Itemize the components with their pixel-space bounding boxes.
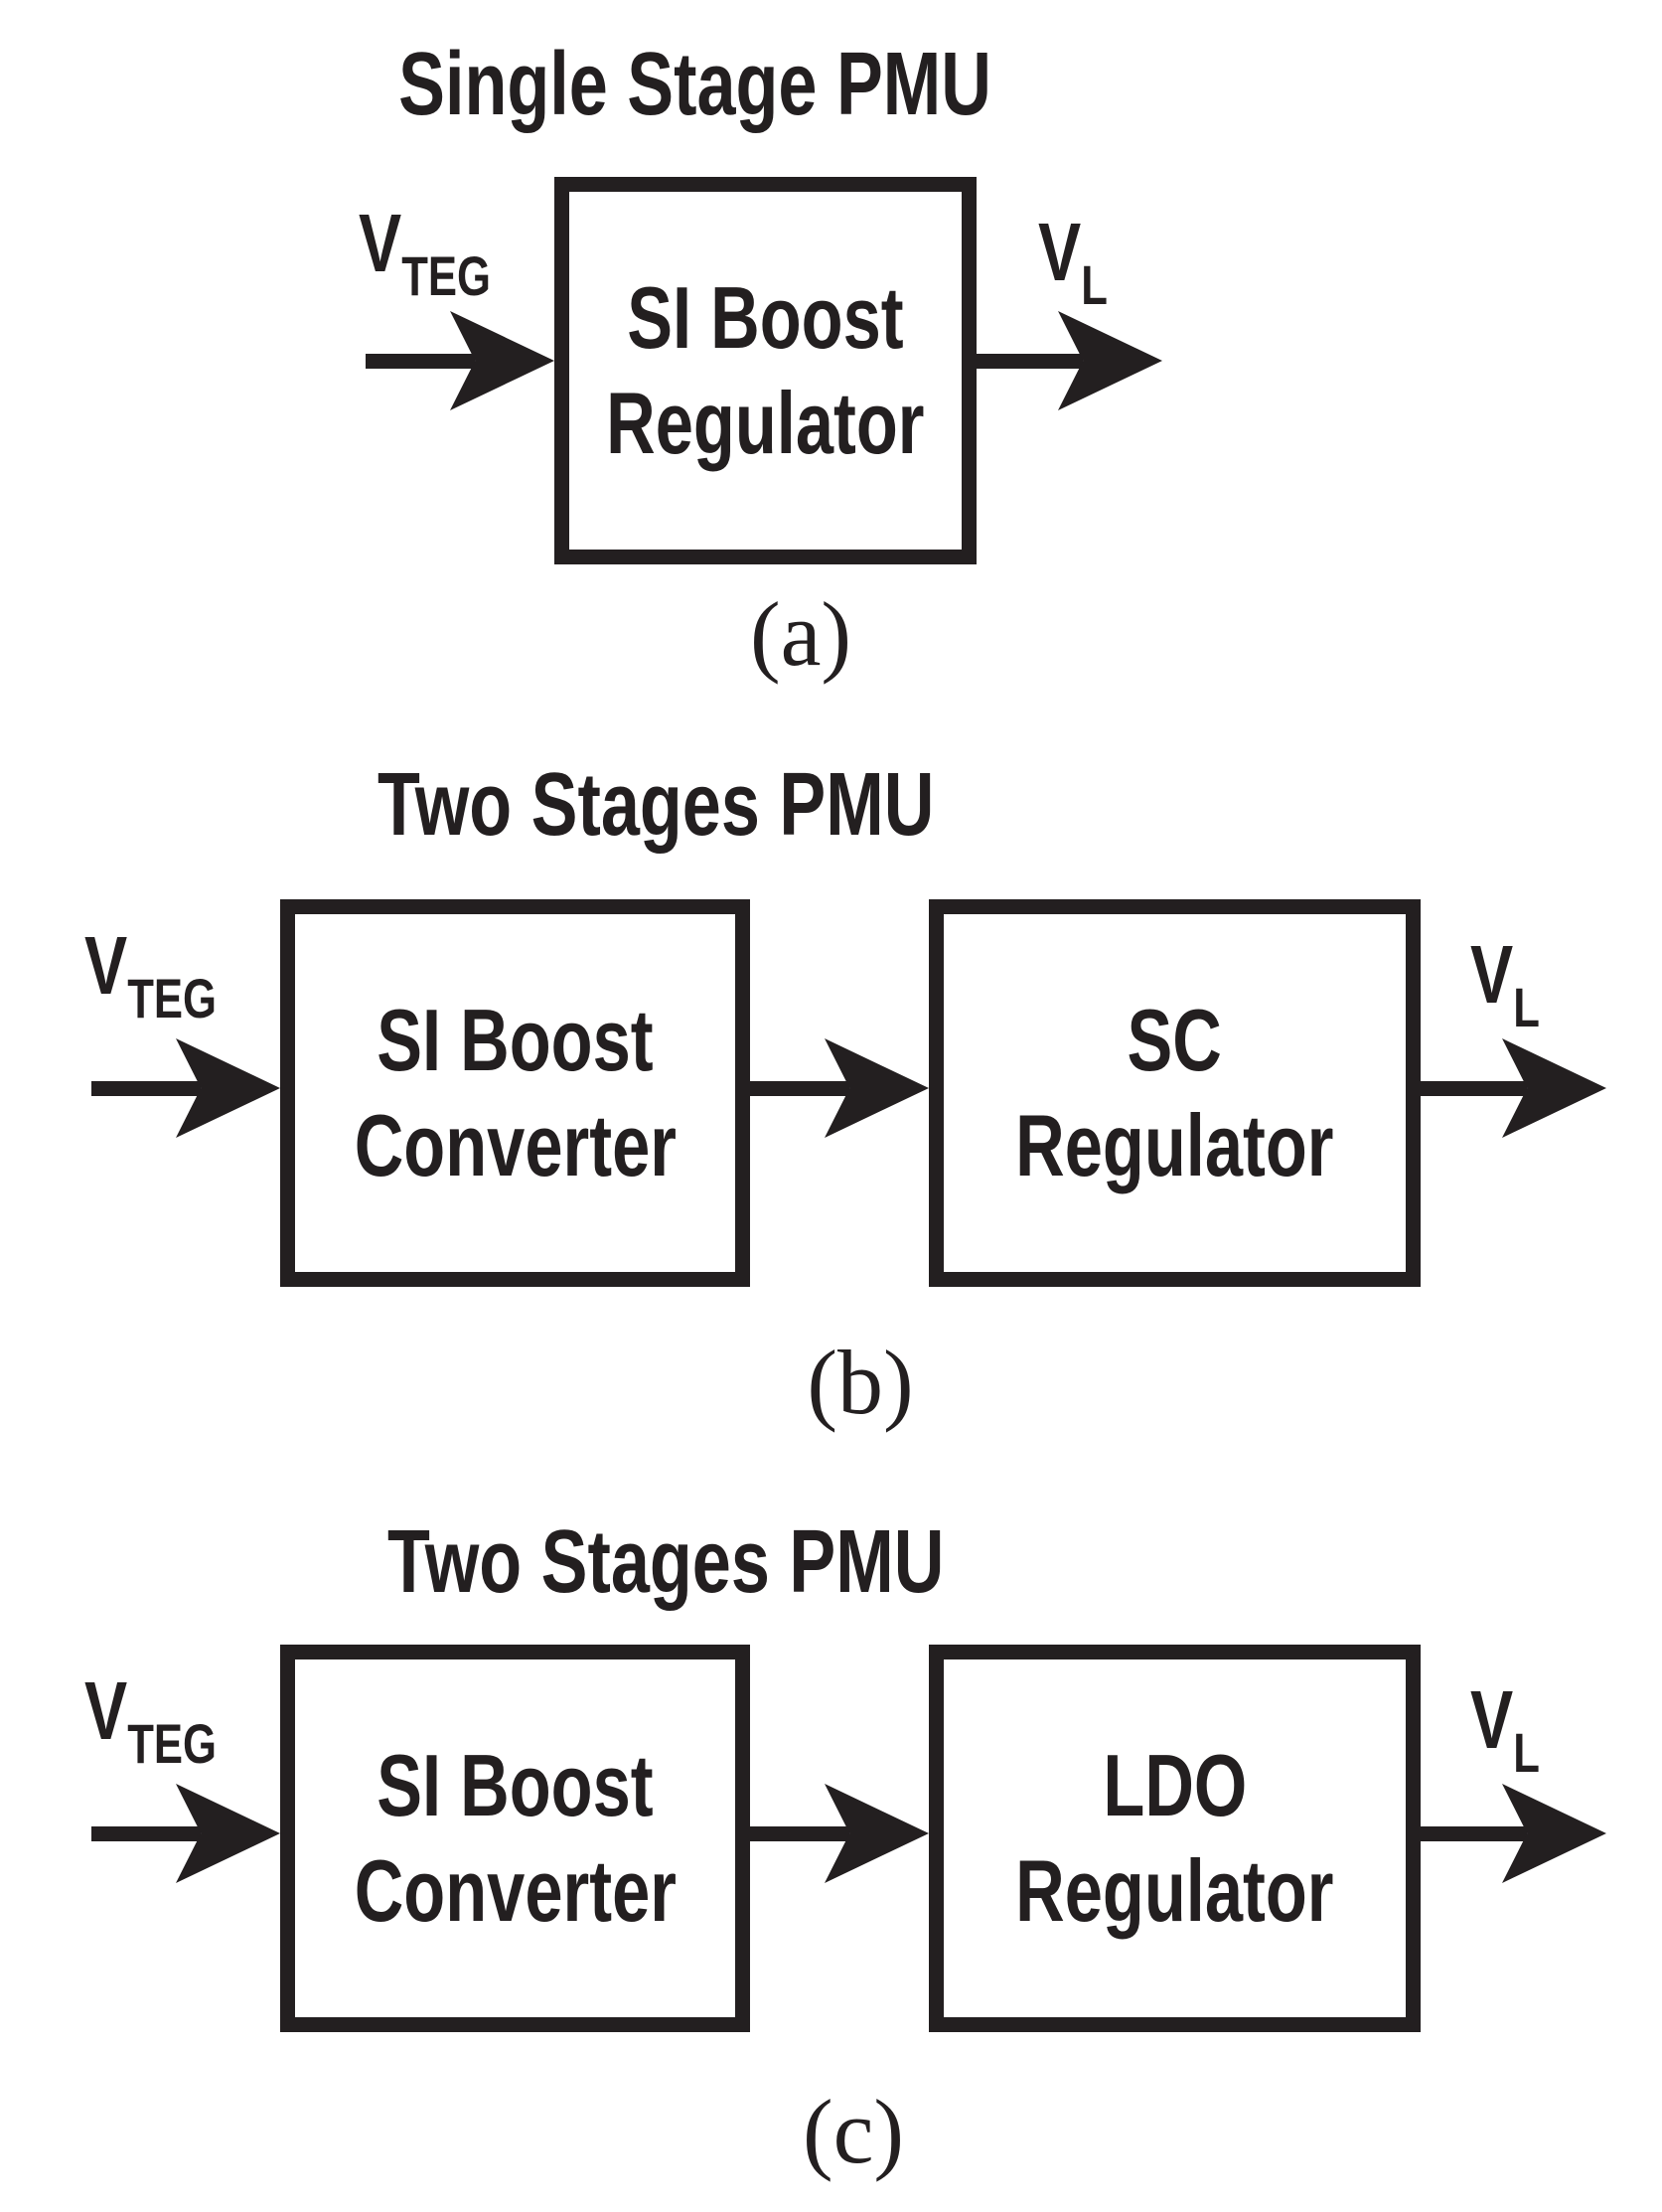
stage-arrow-line-b [750,1081,849,1096]
block-c1-line1: SI Boost [377,1736,654,1834]
vteg-subscript-a: TEG [401,244,491,307]
vteg-subscript-b: TEG [127,967,217,1029]
output-arrow-line-b [1421,1081,1527,1096]
si-boost-converter-label-c: SI Boost Converter [309,1733,722,1944]
panel-c-title-text: Two Stages PMU [386,1512,945,1612]
block-b2-line1: SC [1127,991,1223,1089]
output-arrow-line-c [1421,1826,1527,1841]
panel-a-caption: (a) [749,583,852,685]
vl-base-b: V [1470,928,1514,1021]
ldo-regulator-block: LDO Regulator [929,1645,1421,2032]
vl-subscript-a: L [1081,253,1108,316]
panel-c-caption: (c) [802,2081,905,2182]
block-b2-line2: Regulator [1015,1096,1334,1194]
block-b1-line1: SI Boost [377,991,654,1089]
si-boost-converter-block-c: SI Boost Converter [280,1645,750,2032]
input-voltage-label-a: VTEG [359,202,529,304]
block-c2-line1: LDO [1103,1736,1247,1834]
block-a-line1: SI Boost [627,268,904,367]
block-c1-line2: Converter [354,1841,677,1940]
panel-b-title-text: Two Stages PMU [377,755,935,855]
si-boost-converter-block-b: SI Boost Converter [280,899,750,1287]
vteg-subscript-c: TEG [127,1712,217,1775]
panel-a-title-text: Single Stage PMU [398,35,992,134]
input-arrow-line-b [91,1081,201,1096]
ldo-regulator-label: LDO Regulator [971,1733,1379,1944]
vteg-base-a: V [359,197,402,289]
si-boost-regulator-block: SI Boost Regulator [554,177,977,564]
vteg-base-b: V [84,919,128,1012]
output-voltage-label-c: VL [1470,1678,1560,1781]
vl-subscript-c: L [1513,1721,1540,1784]
si-boost-regulator-label: SI Boost Regulator [561,265,970,476]
output-voltage-label-b: VL [1470,933,1560,1035]
input-arrow-line-c [91,1826,201,1841]
stage-arrow-line-c [750,1826,849,1841]
vl-base-a: V [1038,206,1082,298]
panel-b-title: Two Stages PMU [209,750,1103,860]
sc-regulator-block: SC Regulator [929,899,1421,1287]
panel-c-title: Two Stages PMU [219,1507,1113,1617]
si-boost-converter-label-b: SI Boost Converter [309,988,722,1198]
block-a-line2: Regulator [606,374,925,472]
panel-b-caption: (b) [807,1332,914,1433]
sc-regulator-label: SC Regulator [971,988,1379,1198]
vl-subscript-b: L [1513,976,1540,1038]
vl-base-c: V [1470,1673,1514,1766]
input-voltage-label-b: VTEG [84,924,254,1027]
block-b1-line2: Converter [354,1096,677,1194]
vteg-base-c: V [84,1664,128,1757]
panel-a-title: Single Stage PMU [248,30,1142,139]
output-arrow-line-a [977,354,1083,369]
input-arrow-line-a [366,354,475,369]
input-voltage-label-c: VTEG [84,1669,254,1772]
block-c2-line2: Regulator [1015,1841,1334,1940]
output-voltage-label-a: VL [1038,211,1128,313]
